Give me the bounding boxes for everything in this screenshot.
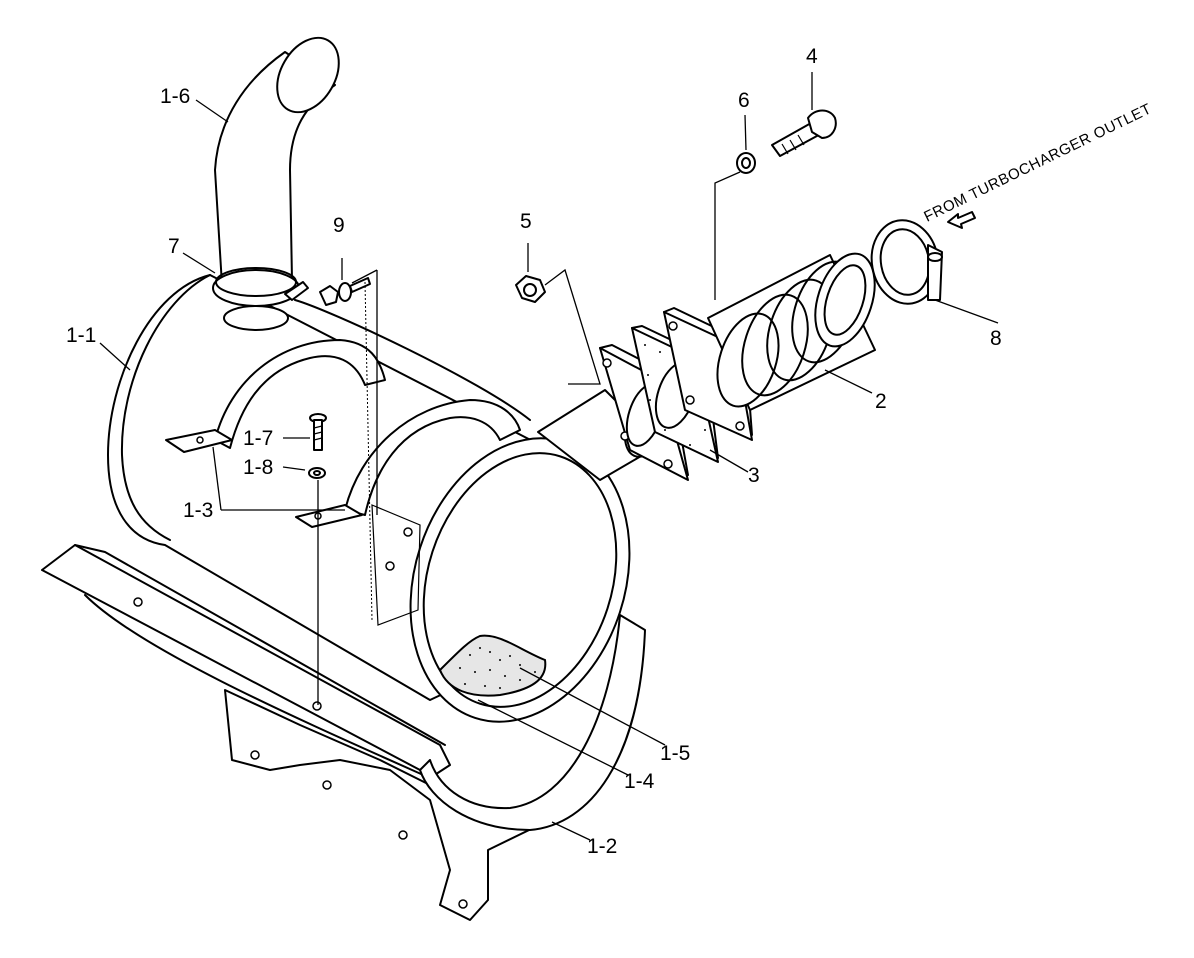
bolt-1-7 [309, 413, 327, 451]
label-1-5: 1-5 [660, 742, 690, 765]
washer-6 [736, 152, 756, 174]
mounting-bracket [41, 544, 646, 921]
v-band-clamp [870, 219, 943, 305]
leader-lines [99, 72, 999, 841]
nut-5 [515, 275, 546, 303]
annotation-turbo-outlet: FROM TURBOCHARGER OUTLET [921, 100, 1154, 225]
muffler-body [107, 274, 631, 723]
label-5: 5 [520, 210, 532, 233]
nut-1-8 [308, 467, 326, 479]
label-4: 4 [806, 45, 818, 68]
label-1-4: 1-4 [624, 770, 655, 793]
clamp-collar [212, 267, 309, 331]
bolt-9 [319, 277, 371, 306]
label-1-3: 1-3 [183, 499, 213, 522]
label-8: 8 [990, 327, 1002, 350]
bellows [707, 252, 876, 411]
label-9: 9 [333, 214, 345, 237]
label-1-7: 1-7 [243, 427, 273, 450]
label-6: 6 [738, 89, 750, 112]
exhaust-elbow [214, 36, 340, 294]
label-1-8: 1-8 [243, 456, 273, 479]
label-7: 7 [168, 235, 180, 258]
baffle-perforations [459, 647, 536, 689]
bolt-4 [771, 109, 837, 157]
label-1-2: 1-2 [587, 835, 617, 858]
label-1-1: 1-1 [66, 324, 96, 347]
mounting-tab-left [165, 429, 233, 453]
label-1-6: 1-6 [160, 85, 190, 108]
label-3: 3 [748, 464, 760, 487]
label-2: 2 [875, 390, 887, 413]
